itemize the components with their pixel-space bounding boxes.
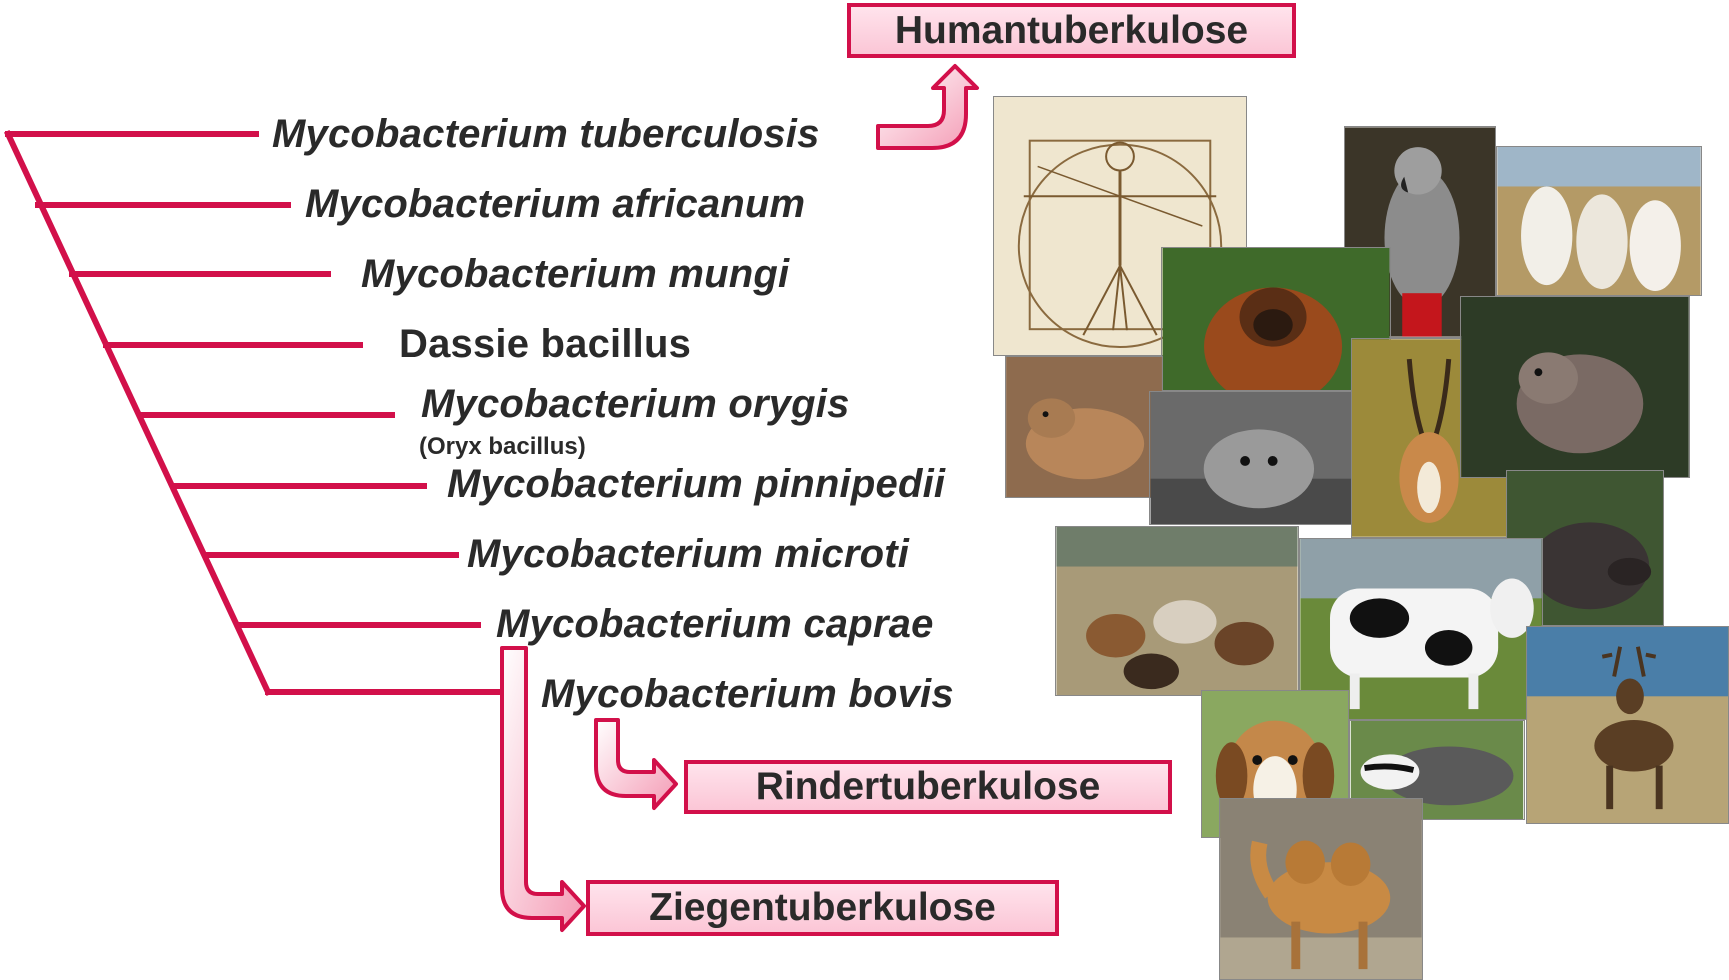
seal-image	[1149, 391, 1353, 525]
outcome-box-cattle: Rindertuberkulose	[684, 760, 1172, 814]
hyrax-image	[1005, 356, 1163, 498]
orygis-note: (Oryx bacillus)	[419, 433, 586, 461]
camel-image	[1219, 798, 1423, 980]
species-label-mungi: Mycobacterium mungi	[361, 254, 789, 294]
alpaca-image	[1496, 146, 1702, 296]
outcome-box-human: Humantuberkulose	[847, 3, 1296, 58]
arrow-to-human	[878, 66, 977, 148]
species-label-bovis: Mycobacterium bovis	[541, 674, 954, 714]
species-label-microti: Mycobacterium microti	[467, 534, 909, 574]
arrow-to-cattle	[596, 720, 676, 808]
outcome-box-goat: Ziegentuberkulose	[586, 880, 1059, 936]
species-label-orygis: Mycobacterium orygis	[421, 384, 850, 424]
vole-image	[1460, 296, 1690, 478]
species-label-tuberculosis: Mycobacterium tuberculosis	[272, 114, 820, 154]
species-label-dassie: Dassie bacillus	[399, 324, 691, 364]
species-label-pinnipedii: Mycobacterium pinnipedii	[447, 464, 945, 504]
species-label-caprae: Mycobacterium caprae	[496, 604, 934, 644]
species-label-africanum: Mycobacterium africanum	[305, 184, 805, 224]
goat-herd-image	[1055, 526, 1299, 696]
red-deer-image	[1526, 626, 1729, 824]
